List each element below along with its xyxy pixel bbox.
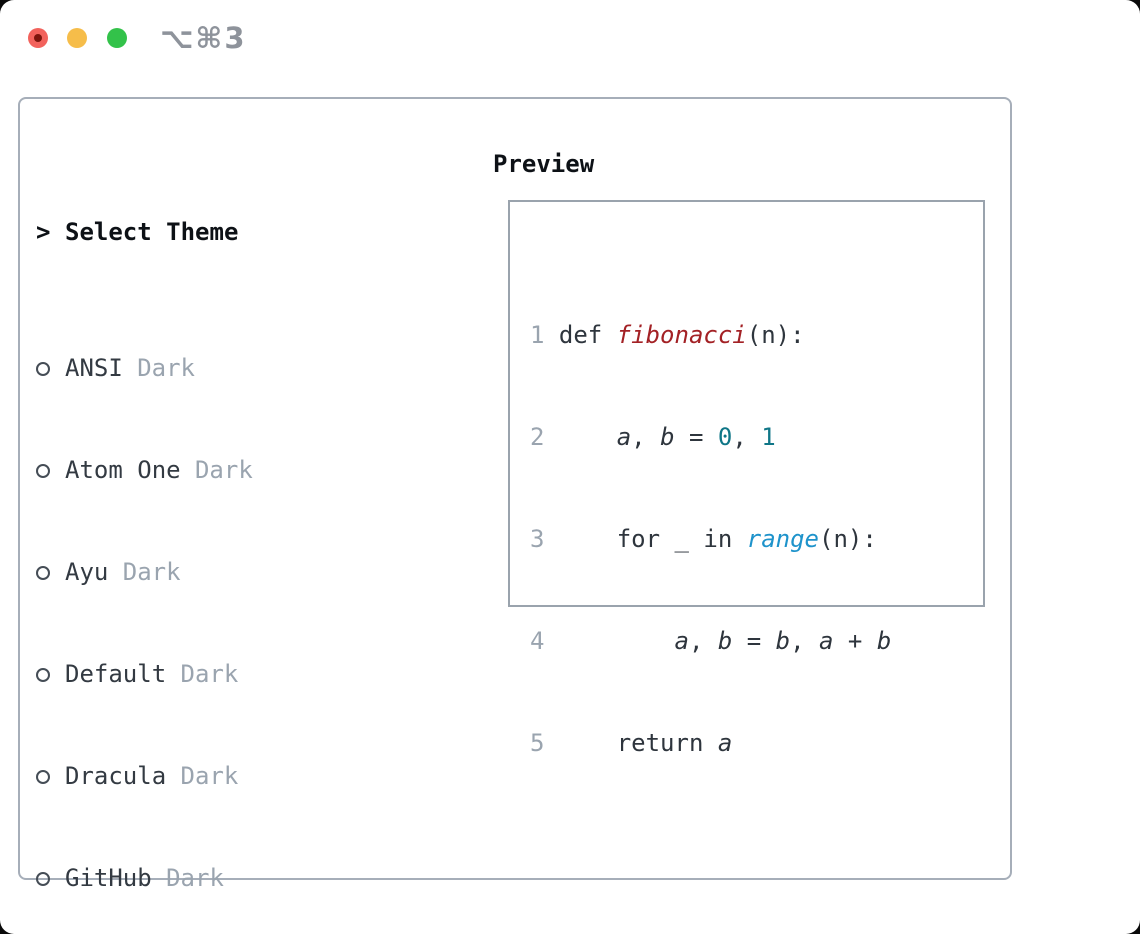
line-number: 2 — [530, 423, 545, 451]
select-theme-header: > Select Theme — [36, 215, 441, 249]
radio-unselected-icon — [36, 351, 65, 385]
select-theme-title: Select Theme — [65, 218, 239, 246]
radio-unselected-icon — [36, 555, 65, 589]
code-line-1: 1 def fibonacci(n): — [530, 321, 805, 349]
spacer-row — [530, 828, 983, 862]
line-number: 5 — [530, 729, 545, 757]
line-number: 4 — [530, 627, 545, 655]
preview-pane: 1 def fibonacci(n): 2 a, b = 0, 1 3 for … — [508, 200, 985, 934]
code-preview: 1 def fibonacci(n): 2 a, b = 0, 1 3 for … — [510, 202, 983, 934]
radio-unselected-icon — [36, 861, 65, 895]
modified-dot-icon — [34, 34, 42, 42]
window-titlebar: ⌥⌘3 — [0, 0, 1140, 76]
code-line-5: 5 return a — [530, 729, 733, 757]
preview-title: Preview — [493, 150, 595, 178]
code-line-4: 4 a, b = b, a + b — [530, 627, 892, 655]
line-number: 1 — [530, 321, 545, 349]
close-button[interactable] — [28, 28, 48, 48]
radio-unselected-icon — [36, 759, 65, 793]
diff-context-line: 1 This is a context line. — [530, 930, 983, 934]
code-line-2: 2 a, b = 0, 1 — [530, 423, 776, 451]
maximize-button[interactable] — [107, 28, 127, 48]
radio-unselected-icon — [36, 453, 65, 487]
window-shortcut-label: ⌥⌘3 — [160, 21, 247, 55]
radio-unselected-icon — [36, 657, 65, 691]
code-line-3: 3 for _ in range(n): — [530, 525, 877, 553]
cursor-marker: > — [36, 218, 51, 246]
line-number: 3 — [530, 525, 545, 553]
minimize-button[interactable] — [67, 28, 87, 48]
